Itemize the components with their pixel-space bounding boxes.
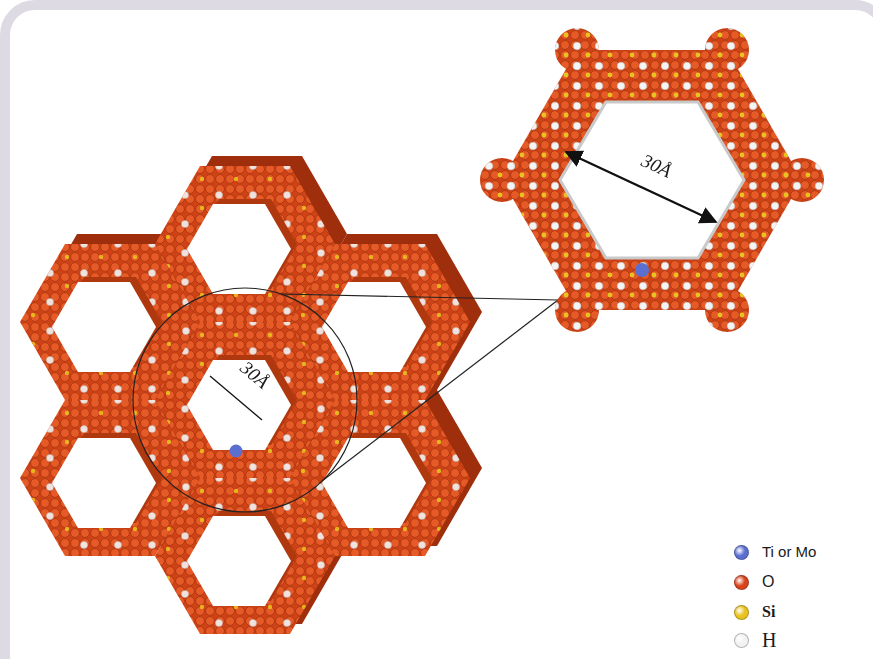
legend-swatch [734,605,749,620]
legend-swatch [734,575,749,590]
legend-text: Si [762,603,775,621]
legend-swatch [734,545,749,560]
legend-text: H [762,629,776,651]
legend-text: O [762,573,774,591]
legend-text: Ti or Mo [762,544,816,561]
legend-swatch [734,633,749,648]
